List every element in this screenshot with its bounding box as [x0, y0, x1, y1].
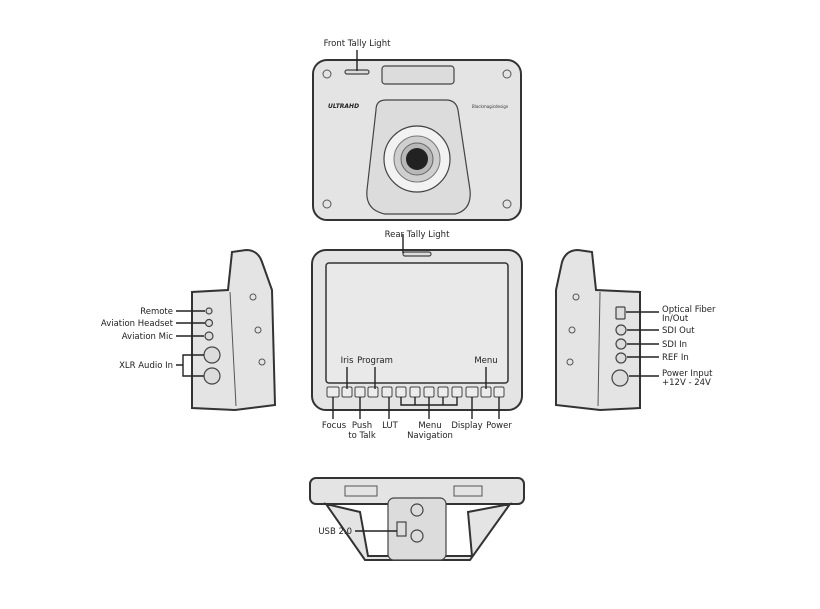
label-push: Push — [352, 421, 372, 431]
nav-down-button[interactable] — [437, 386, 449, 398]
label-menu-navigation-1: Menu — [418, 421, 441, 431]
label-usb: USB 2.0 — [318, 527, 352, 537]
label-menu: Menu — [474, 356, 497, 366]
program-button[interactable] — [367, 386, 379, 398]
label-iris: Iris — [341, 356, 354, 366]
label-power-input-2: +12V - 24V — [662, 378, 711, 388]
label-lut: LUT — [382, 421, 399, 431]
label-power: Power — [486, 421, 512, 431]
label-to-talk: to Talk — [348, 431, 376, 441]
label-program: Program — [357, 356, 393, 366]
push-to-talk-button[interactable] — [354, 386, 366, 398]
label-power-input-1: Power Input — [662, 369, 713, 379]
lut-button[interactable] — [381, 386, 393, 398]
power-button[interactable] — [493, 386, 505, 398]
bottom-view: USB 2.0 — [309, 477, 525, 561]
brand-logo: Blackmagicdesign — [472, 104, 509, 109]
front-view: ULTRAHD Blackmagicdesign Front Tally Lig… — [312, 39, 522, 221]
nav-ok-button[interactable] — [423, 386, 435, 398]
nav-right-button[interactable] — [451, 386, 463, 398]
right-side-view: Optical Fiber In/Out SDI Out SDI In REF … — [555, 248, 716, 412]
label-xlr-audio-in: XLR Audio In — [119, 361, 173, 371]
label-ref-in: REF In — [662, 353, 689, 363]
label-sdi-in: SDI In — [662, 340, 687, 350]
focus-button[interactable] — [326, 386, 340, 398]
label-rear-tally-light: Rear Tally Light — [385, 230, 450, 240]
display-button[interactable] — [465, 386, 479, 398]
label-display: Display — [451, 421, 482, 431]
label-focus: Focus — [322, 421, 347, 431]
label-remote: Remote — [140, 307, 173, 317]
label-menu-navigation-2: Navigation — [407, 431, 453, 441]
ultrahd-logo: ULTRAHD — [328, 103, 359, 110]
nav-up-button[interactable] — [409, 386, 421, 398]
label-optical-fiber-2: In/Out — [662, 314, 689, 324]
label-aviation-headset: Aviation Headset — [101, 319, 174, 329]
left-side-view: Remote Aviation Headset Aviation Mic XLR… — [101, 248, 277, 412]
rear-view: Rear Tally Light Iris Program Menu Focus… — [311, 230, 523, 441]
nav-left-button[interactable] — [395, 386, 407, 398]
label-front-tally-light: Front Tally Light — [324, 39, 392, 49]
label-optical-fiber-1: Optical Fiber — [662, 305, 716, 315]
label-aviation-mic: Aviation Mic — [122, 332, 174, 342]
label-sdi-out: SDI Out — [662, 326, 695, 336]
